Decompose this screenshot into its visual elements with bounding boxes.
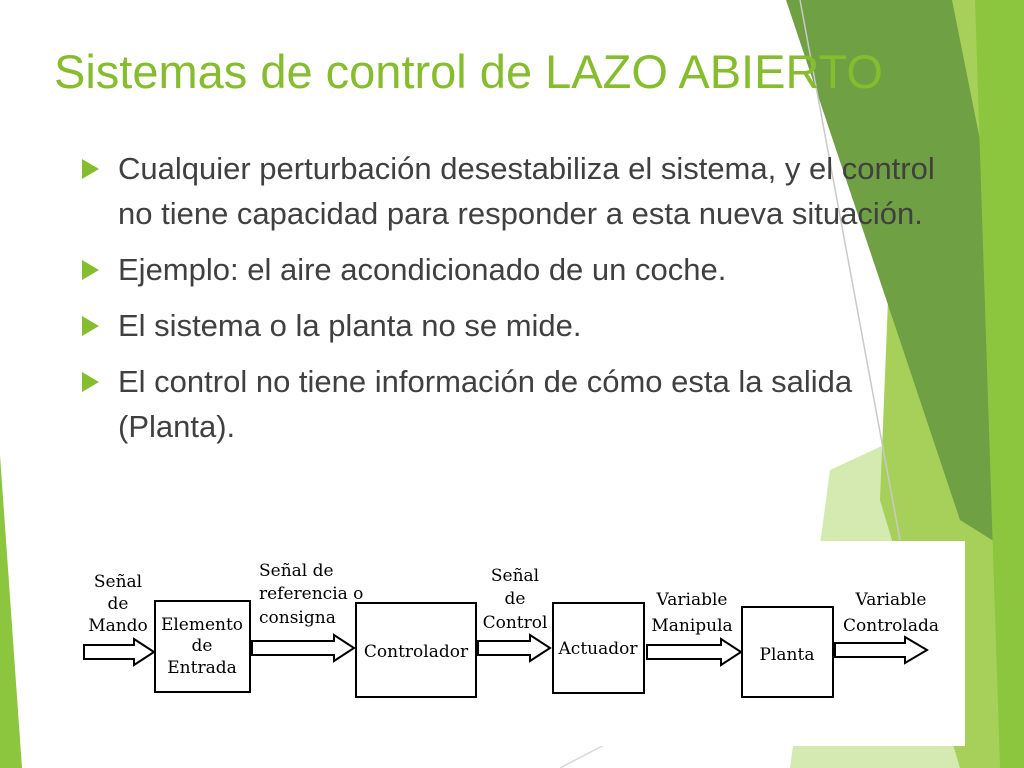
label-variable-controlada: Variable Controlada (843, 590, 939, 636)
label-senal-de-referencia: Señal de referencia o consigna (259, 561, 363, 628)
arrow-senal-de-mando (83, 637, 156, 667)
bullet-item: Cualquier perturbación desestabiliza el … (80, 146, 950, 236)
arrow-variable-manipula (646, 637, 743, 667)
arrow-senal-de-control (477, 633, 552, 663)
signal-line: Señal (491, 566, 539, 586)
triangle-right-icon (82, 159, 99, 179)
arrow-variable-controlada (834, 635, 929, 665)
diagram-svg: Elemento de Entrada Controlador Actuador… (83, 561, 939, 698)
signal-line: de (505, 589, 526, 609)
label-variable-manipula: Variable Manipula (651, 590, 732, 636)
arrow-senal-de-referencia (251, 633, 356, 663)
block-elemento-line-3: Entrada (167, 658, 236, 678)
bullet-item: El sistema o la planta no se mide. (80, 303, 950, 348)
signal-line: Señal (94, 572, 142, 592)
block-controlador-label: Controlador (364, 642, 469, 662)
deco-left-sliver (0, 455, 22, 768)
signal-line: Manipula (651, 616, 732, 636)
slide-title: Sistemas de control de LAZO ABIERTO (54, 45, 883, 98)
bullet-text: El control no tiene información de cómo … (118, 364, 853, 444)
signal-line: Control (483, 613, 548, 633)
deco-dark-band (786, 0, 1024, 560)
block-elemento-de-entrada: Elemento de Entrada (154, 600, 251, 693)
triangle-right-icon (82, 260, 99, 280)
triangle-right-icon (82, 372, 99, 392)
bullet-text: Cualquier perturbación desestabiliza el … (118, 151, 935, 231)
bullet-text: Ejemplo: el aire acondicionado de un coc… (118, 252, 727, 287)
label-senal-de-mando: Señal de Mando (88, 572, 148, 636)
block-actuador-label: Actuador (558, 639, 639, 659)
block-elemento-line-1: Elemento (161, 615, 243, 635)
deco-bottom-line (559, 743, 607, 768)
bullet-item: Ejemplo: el aire acondicionado de un coc… (80, 247, 950, 292)
triangle-right-icon (82, 316, 99, 336)
signal-line: Variable (656, 590, 728, 610)
block-planta-label: Planta (760, 645, 815, 665)
block-planta: Planta (741, 606, 834, 698)
signal-line: consigna (259, 608, 336, 628)
signal-line: de (108, 594, 129, 614)
label-senal-de-control: Señal de Control (483, 566, 548, 633)
bullet-text: El sistema o la planta no se mide. (118, 308, 582, 343)
deco-thin-line (799, 0, 901, 541)
open-loop-block-diagram: Elemento de Entrada Controlador Actuador… (62, 541, 965, 746)
deco-right-strip (975, 0, 1024, 768)
block-controlador: Controlador (355, 602, 477, 698)
bullet-item: El control no tiene información de cómo … (80, 359, 950, 449)
signal-line: Mando (88, 616, 148, 636)
block-actuador: Actuador (552, 602, 645, 694)
bullet-list: Cualquier perturbación desestabiliza el … (80, 146, 950, 460)
signal-line: Señal de (259, 561, 334, 581)
block-elemento-line-2: de (192, 636, 213, 656)
signal-line: referencia o (259, 584, 363, 604)
signal-line: Variable (855, 590, 927, 610)
signal-line: Controlada (843, 616, 939, 636)
